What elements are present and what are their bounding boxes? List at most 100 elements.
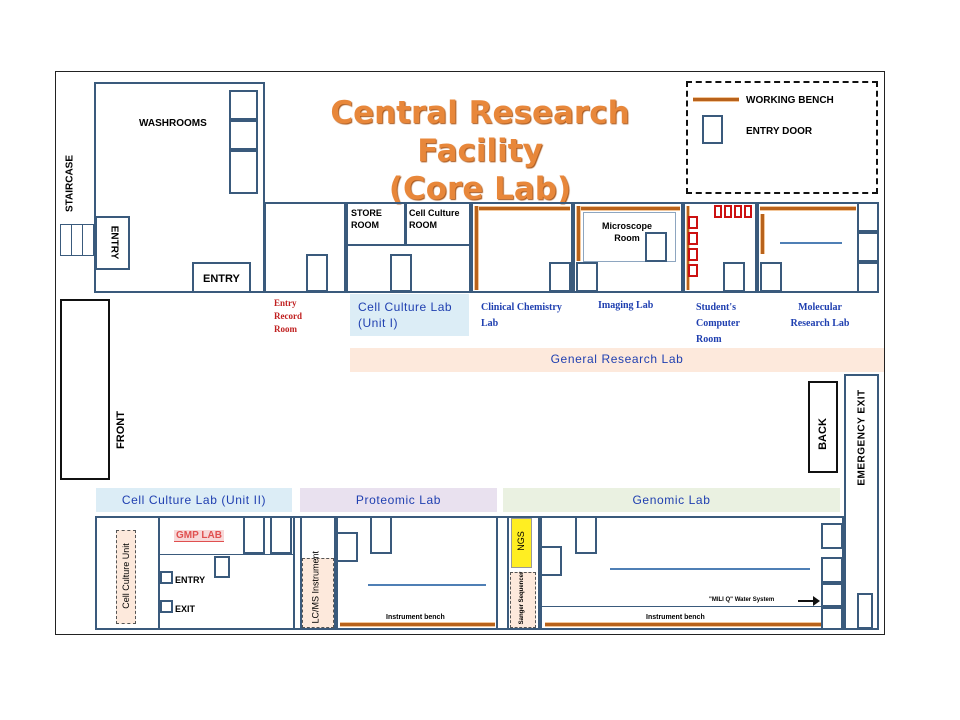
washrooms-label: WASHROOMS [139,118,207,129]
washroom-stall [229,90,258,120]
imaging-lab-door [576,262,598,292]
title-line-2: (Core Lab) [388,171,572,207]
gmp-lab-label: GMP LAB [174,530,224,542]
entry-record-label: Entry Record Room [274,298,302,334]
proteomic-label: Proteomic Lab [355,493,442,507]
working-bench [474,206,570,211]
proteomic-band: Proteomic Lab [300,488,497,512]
proteomic-cabinet [336,532,358,562]
computer-desk-icon [714,205,722,218]
sanger-sequencer-box [510,572,536,628]
imaging-lab [573,202,683,293]
molecular-research-label: Molecular Research Lab [790,302,850,329]
washroom-stall [229,150,258,194]
instrument-bench-2-label: Instrument bench [646,614,705,621]
emergency-exit-label: EMERGENCY EXIT [856,389,868,486]
general-research-band: General Research Lab [350,348,884,372]
ngs-box [511,518,532,568]
microscope-door [645,232,667,262]
cell-culture-unit2-band: Cell Culture Lab (Unit II) [96,488,292,512]
computer-desk-icon [724,205,732,218]
genomic-cabinet [821,583,843,607]
clinical-lab-door [549,262,571,292]
cell-culture-room-label: Cell Culture ROOM [409,208,460,230]
clinical-chemistry-label: Clinical Chemistry Lab [481,302,562,329]
lcms-text: LC/MS Instrument [310,550,321,624]
page-title: Central Research Facility (Core Lab) [270,94,690,208]
partition-wall [293,516,295,630]
staircase-label: STAIRCASE [64,154,76,213]
genomic-cabinet [821,557,843,583]
lcms-instrument-box [302,558,334,628]
genomic-cabinet [821,523,843,549]
lab-bench-line [610,568,810,570]
sanger-label: Sanger Sequencer [518,570,526,626]
students-computer-room [683,202,757,293]
emergency-exit-door [857,593,873,629]
side-entry-label: ENTRY [108,225,120,260]
genomic-partition [540,606,844,607]
cell-culture-unit1-label: Cell Culture Lab (Unit I) [358,300,453,330]
gmp-partition [160,554,293,555]
ngs-label: NGS [516,531,526,551]
cell-culture-room [405,202,471,246]
milli-q-arrow-shaft [798,600,814,602]
back-label: BACK [817,418,829,450]
instrument-bench [340,622,495,627]
bottom-entry-label: ENTRY [203,273,240,285]
washroom-block [94,82,265,293]
computer-desk-icon [688,264,698,277]
genomic-cabinet [821,607,843,630]
instrument-bench-1-label: Instrument bench [386,614,445,621]
legend-box: WORKING BENCH ENTRY DOOR [686,81,878,194]
genomic-band: Genomic Lab [503,488,840,512]
entry-lower-label: ENTRY [175,575,206,585]
front-block [60,299,110,480]
cell-culture-unit-box [116,530,136,624]
exit-marker [160,600,173,613]
store-room-label: STORE ROOM [351,208,382,230]
working-bench [760,206,856,211]
sequencer-room [507,516,540,630]
molecular-lab-door [760,262,782,292]
washroom-stall [229,120,258,150]
lcms-label: LC/MS Instrument [311,551,322,624]
legend-bench-label: WORKING BENCH [746,95,834,106]
bottom-entry [192,262,251,293]
milli-q-label: "MILI Q" Water System [709,597,775,603]
computer-desk-icon [688,232,698,245]
lab-bench-line [368,584,486,586]
microscope-room-label: Microscope Room [601,221,652,243]
clinical-chemistry-lab [471,202,573,293]
computer-desk-icon [744,205,752,218]
legend-door-label: ENTRY DOOR [746,126,813,137]
proteomic-cabinet [370,516,392,554]
side-entry [95,216,130,270]
legend-bench-swatch [693,97,739,102]
gmp-lab-text: GMP LAB [176,530,222,541]
working-bench [474,206,479,290]
cell-culture-unit2-label: Cell Culture Lab (Unit II) [121,493,267,507]
genomic-label: Genomic Lab [632,493,711,507]
cell-culture-unit1-band: Cell Culture Lab (Unit I) [350,294,469,336]
computer-room-door [723,262,745,292]
exit-lower-label: EXIT [175,604,196,614]
computer-desk-icon [688,248,698,261]
molecular-cabinet [857,262,879,293]
working-bench [576,206,680,211]
computer-desk-icon [688,216,698,229]
working-bench [576,206,581,261]
microscope-room [583,212,676,262]
working-bench [760,214,765,254]
entry-marker [160,571,173,584]
stair-line [82,225,83,255]
gmp-cabinet [270,516,292,554]
stair-line [71,225,72,255]
molecular-cabinet [857,202,879,232]
molecular-cabinet [857,232,879,262]
legend-door-swatch [702,115,723,144]
instrument-bench [545,622,821,627]
cell-culture-unit-label: Cell Culture Unit [121,543,131,609]
proteomic-lab-room [336,516,498,630]
imaging-lab-label: Imaging Lab [598,300,654,311]
